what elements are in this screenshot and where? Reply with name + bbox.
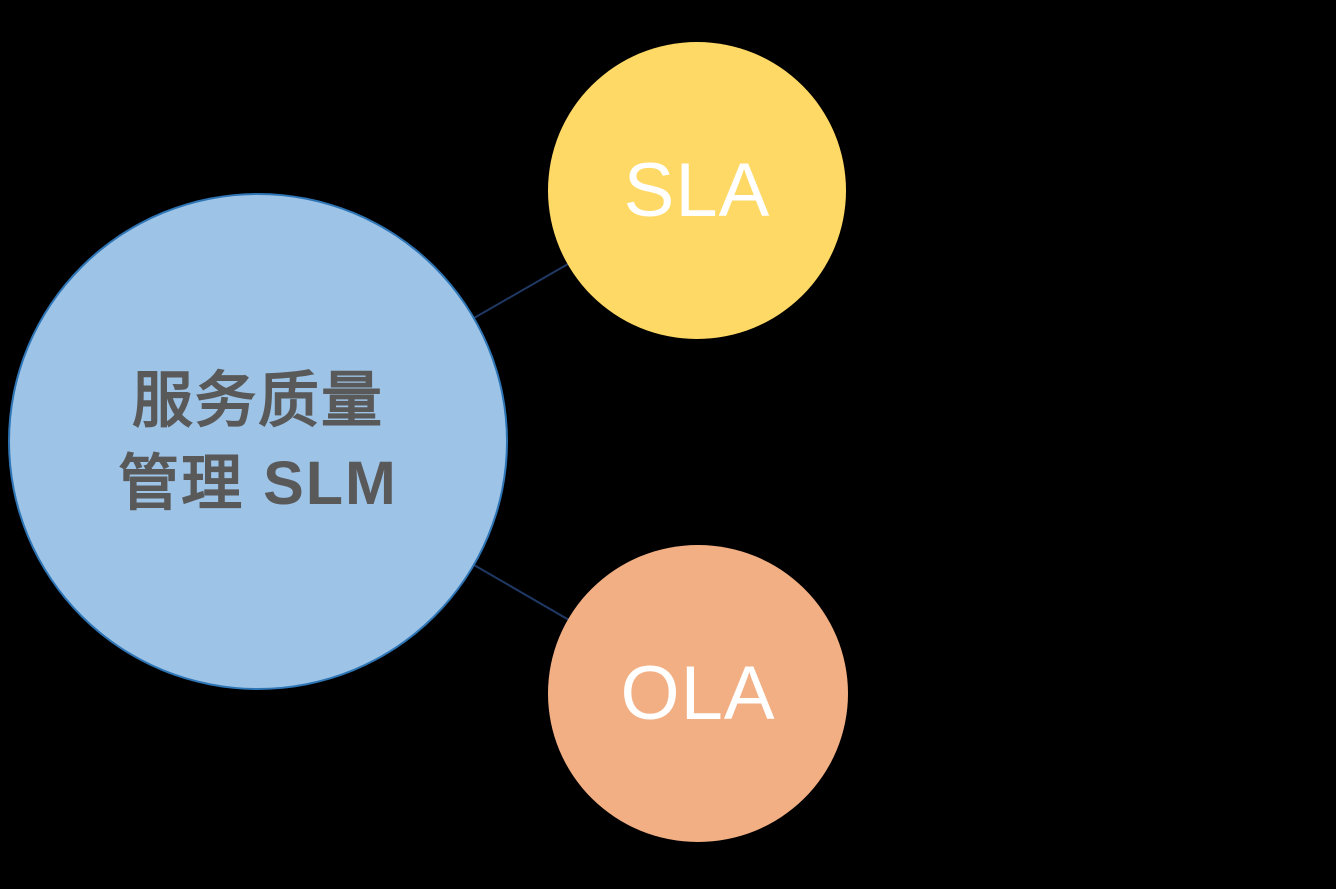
node-ola-circle[interactable]: OLA <box>548 545 848 842</box>
node-slm-label-line1: 服务质量 <box>131 366 384 435</box>
node-slm-label: 服务质量 管理 SLM <box>118 359 398 524</box>
node-ola-label: OLA <box>620 651 776 736</box>
node-sla-label: SLA <box>623 148 771 233</box>
connector-slm-to-ola <box>473 564 570 621</box>
node-slm-circle[interactable]: 服务质量 管理 SLM <box>8 193 508 690</box>
node-sla-circle[interactable]: SLA <box>548 42 846 339</box>
connector-slm-to-sla <box>473 263 569 319</box>
node-slm-label-line2: 管理 SLM <box>118 448 398 517</box>
